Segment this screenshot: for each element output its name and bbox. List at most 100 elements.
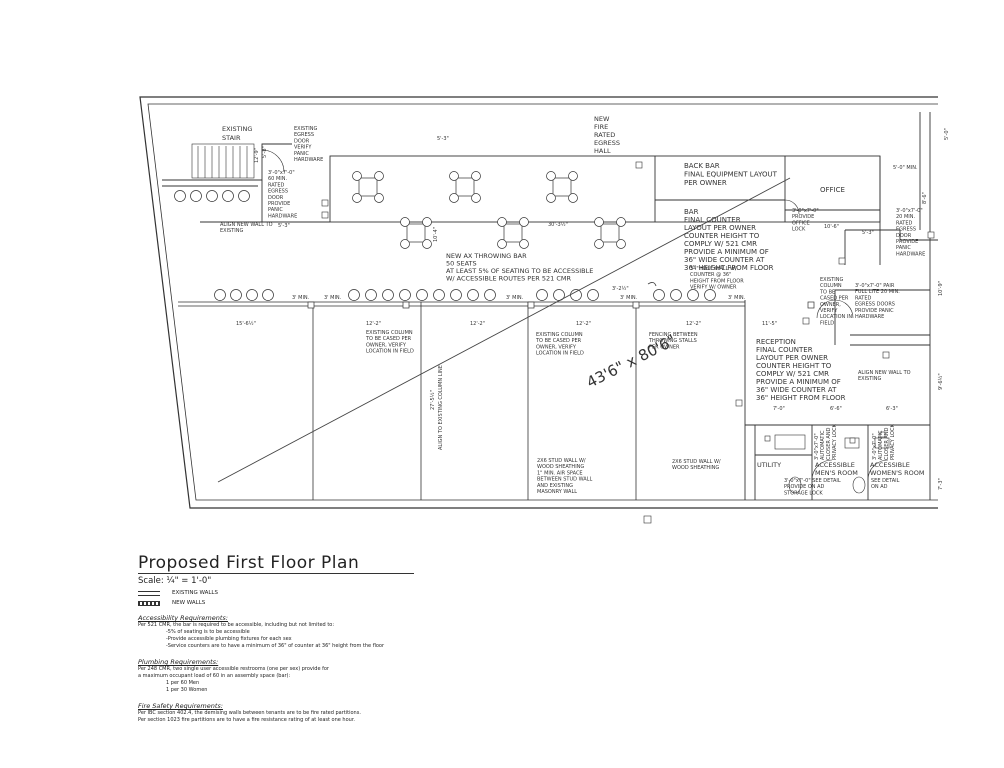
bar-stool [467, 289, 479, 301]
dimension-d-rest-6-3: 6'-3" [886, 406, 898, 412]
dimension-d-mid-v: 27'-5½" [429, 390, 436, 410]
dimension-d-rest-7-0: 7'-0" [773, 406, 785, 412]
chair [519, 217, 529, 227]
bar-stool [484, 289, 496, 301]
legend-new-walls: NEW WALLS [138, 600, 558, 606]
chair [374, 193, 384, 203]
bar-stool [262, 289, 274, 301]
bar-stool [246, 289, 258, 301]
bar-stool [670, 289, 682, 301]
table-with-chairs [400, 217, 432, 249]
bar-stool [206, 190, 218, 202]
dimension-d-office-10-6: 10'-6" [824, 224, 839, 230]
dimension-d-min-5: 3' MIN. [728, 295, 746, 301]
bar-stool [687, 289, 699, 301]
dimension-d-rest-6-6: 6'-6" [830, 406, 842, 412]
accessibility-line: Per 521 CMR, the bar is required to be a… [138, 622, 335, 628]
dimension-d-right-v: 5'-0" [944, 128, 950, 140]
bar-stool [433, 289, 445, 301]
handwritten-arrow [647, 281, 657, 287]
chair [422, 217, 432, 227]
plan-title: Proposed First Floor Plan [138, 553, 415, 574]
plumbing-line: Per 248 CMR, two single user accessible … [138, 666, 329, 672]
chair [594, 217, 604, 227]
dimension-d-stall-2: 12'-2" [470, 321, 485, 327]
chair [352, 171, 362, 181]
stall-fences [178, 301, 745, 500]
new-walls-label: NEW WALLS [172, 600, 206, 606]
chair [471, 193, 481, 203]
section-markers [321, 161, 935, 524]
utility-label: UTILITY [757, 461, 781, 469]
fire-safety-heading: Fire Safety Requirements: [138, 702, 223, 710]
bar-stool [214, 289, 226, 301]
bar-stool [190, 190, 202, 202]
chair [497, 239, 507, 249]
accessibility-heading: Accessibility Requirements: [138, 614, 228, 622]
dimension-d-rest-v1: 9'-6½" [937, 373, 944, 390]
accessibility-line: -Service counters are to have a minimum … [166, 643, 385, 649]
dimension-d-left-10-4: 10'-4" [433, 227, 439, 242]
dimension-d-top-5-3: 5'-3" [437, 136, 449, 142]
plumbing-line: 1 per 30 Women [166, 687, 208, 693]
table-with-chairs [546, 171, 578, 203]
privacy-lock-2-label: 3'-0"x7'-0"AUTOMATICCLOSER ANDPRIVACY LO… [872, 424, 896, 460]
dimension-d-stair-v2: 5'-8" [262, 146, 268, 158]
chair [352, 193, 362, 203]
dimension-d-stall-4: 12'-2" [686, 321, 701, 327]
bar-stool [653, 289, 665, 301]
dimension-d-row-3-2: 3'-2½" [612, 285, 629, 292]
chair [400, 217, 410, 227]
bar-stool [570, 289, 582, 301]
dimension-d-min-1: 3' MIN. [292, 295, 310, 301]
plumbing-line: 1 per 60 Men [166, 680, 200, 686]
dimension-d-right-v2: 10'-9" [938, 281, 944, 296]
interior-walls [162, 112, 938, 500]
stud-wall-wood-label: 2X6 STUD WALL W/WOOD SHEATHING [672, 459, 721, 471]
chair [449, 193, 459, 203]
chair [616, 239, 626, 249]
dimension-d-rest-v2: 7'-3" [938, 478, 944, 490]
accessibility-line: -5% of seating is to be accessible [166, 629, 250, 635]
chair [568, 193, 578, 203]
chair [594, 239, 604, 249]
handwritten-diagonal-line [217, 177, 791, 483]
chair [471, 171, 481, 181]
bar-stool [399, 289, 411, 301]
bar-stool [348, 289, 360, 301]
existing-walls-swatch [138, 590, 160, 596]
chair [568, 171, 578, 181]
accessibility-line: -Provide accessible plumbing fixtures fo… [166, 636, 292, 642]
bar-stool [416, 289, 428, 301]
chair [497, 217, 507, 227]
plumbing-heading: Plumbing Requirements: [138, 658, 219, 666]
table [358, 177, 378, 197]
table-with-chairs [352, 171, 384, 203]
bar-stool [587, 289, 599, 301]
bar-stool [450, 289, 462, 301]
chair [546, 193, 556, 203]
fire-safety-line: Per IBC section 402.4, the demising wall… [138, 710, 361, 716]
existing-stair [191, 143, 255, 179]
bar-stool [536, 289, 548, 301]
dimension-d-stall-15-6: 15'-6½" [236, 320, 256, 327]
table [552, 177, 572, 197]
bar-stools [174, 190, 716, 301]
